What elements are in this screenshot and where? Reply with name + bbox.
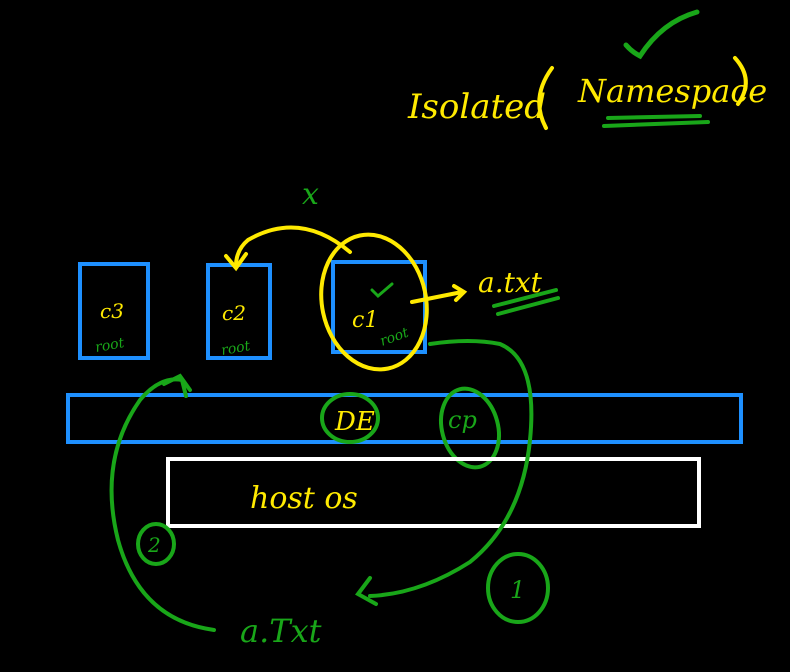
de-circle [320,392,380,444]
step-2-circle [136,522,176,566]
container-c3-label: c3 [100,299,124,323]
c1-to-c2-arrow [234,225,352,268]
runtime-bar [66,393,743,444]
checkmark-icon [623,9,700,60]
container-c3-owner: root [94,335,126,356]
c1-yellow-circle [319,232,429,372]
cp-circle [439,386,501,470]
c1-file-arrow [410,284,468,304]
step-1-label: 1 [510,576,525,604]
container-c3-box [78,262,150,360]
container-c2-label: c2 [222,301,246,325]
host-file-label: a.Txt [240,612,322,650]
c1-to-host-file-arrow [368,339,534,598]
title-namespace: Namespace [577,72,767,110]
host-file-to-c3-arrow [109,377,216,632]
runtime-bar-label: DE [334,407,375,437]
c1-file-underline [492,288,560,316]
blocked-x-mark: x [302,177,319,212]
title-close-paren [733,56,748,106]
c1-small-check-icon [370,282,394,299]
host-file-to-c3-arrowhead [162,373,192,392]
container-c2-owner: root [220,338,252,359]
container-c1-label: c1 [352,308,378,333]
c1-to-host-file-arrowhead [355,576,378,606]
host-os-label: host os [250,481,358,516]
namespace-underline [602,114,710,128]
host-os-box [166,457,701,528]
c1-to-c2-arrowhead [224,252,248,272]
step-2-label: 2 [147,533,161,557]
c1-file-label: a.txt [478,266,543,299]
title-open-paren [537,66,554,130]
cp-label: cp [448,406,477,434]
step-1-circle [486,552,550,624]
title-isolated: Isolated [407,87,546,127]
